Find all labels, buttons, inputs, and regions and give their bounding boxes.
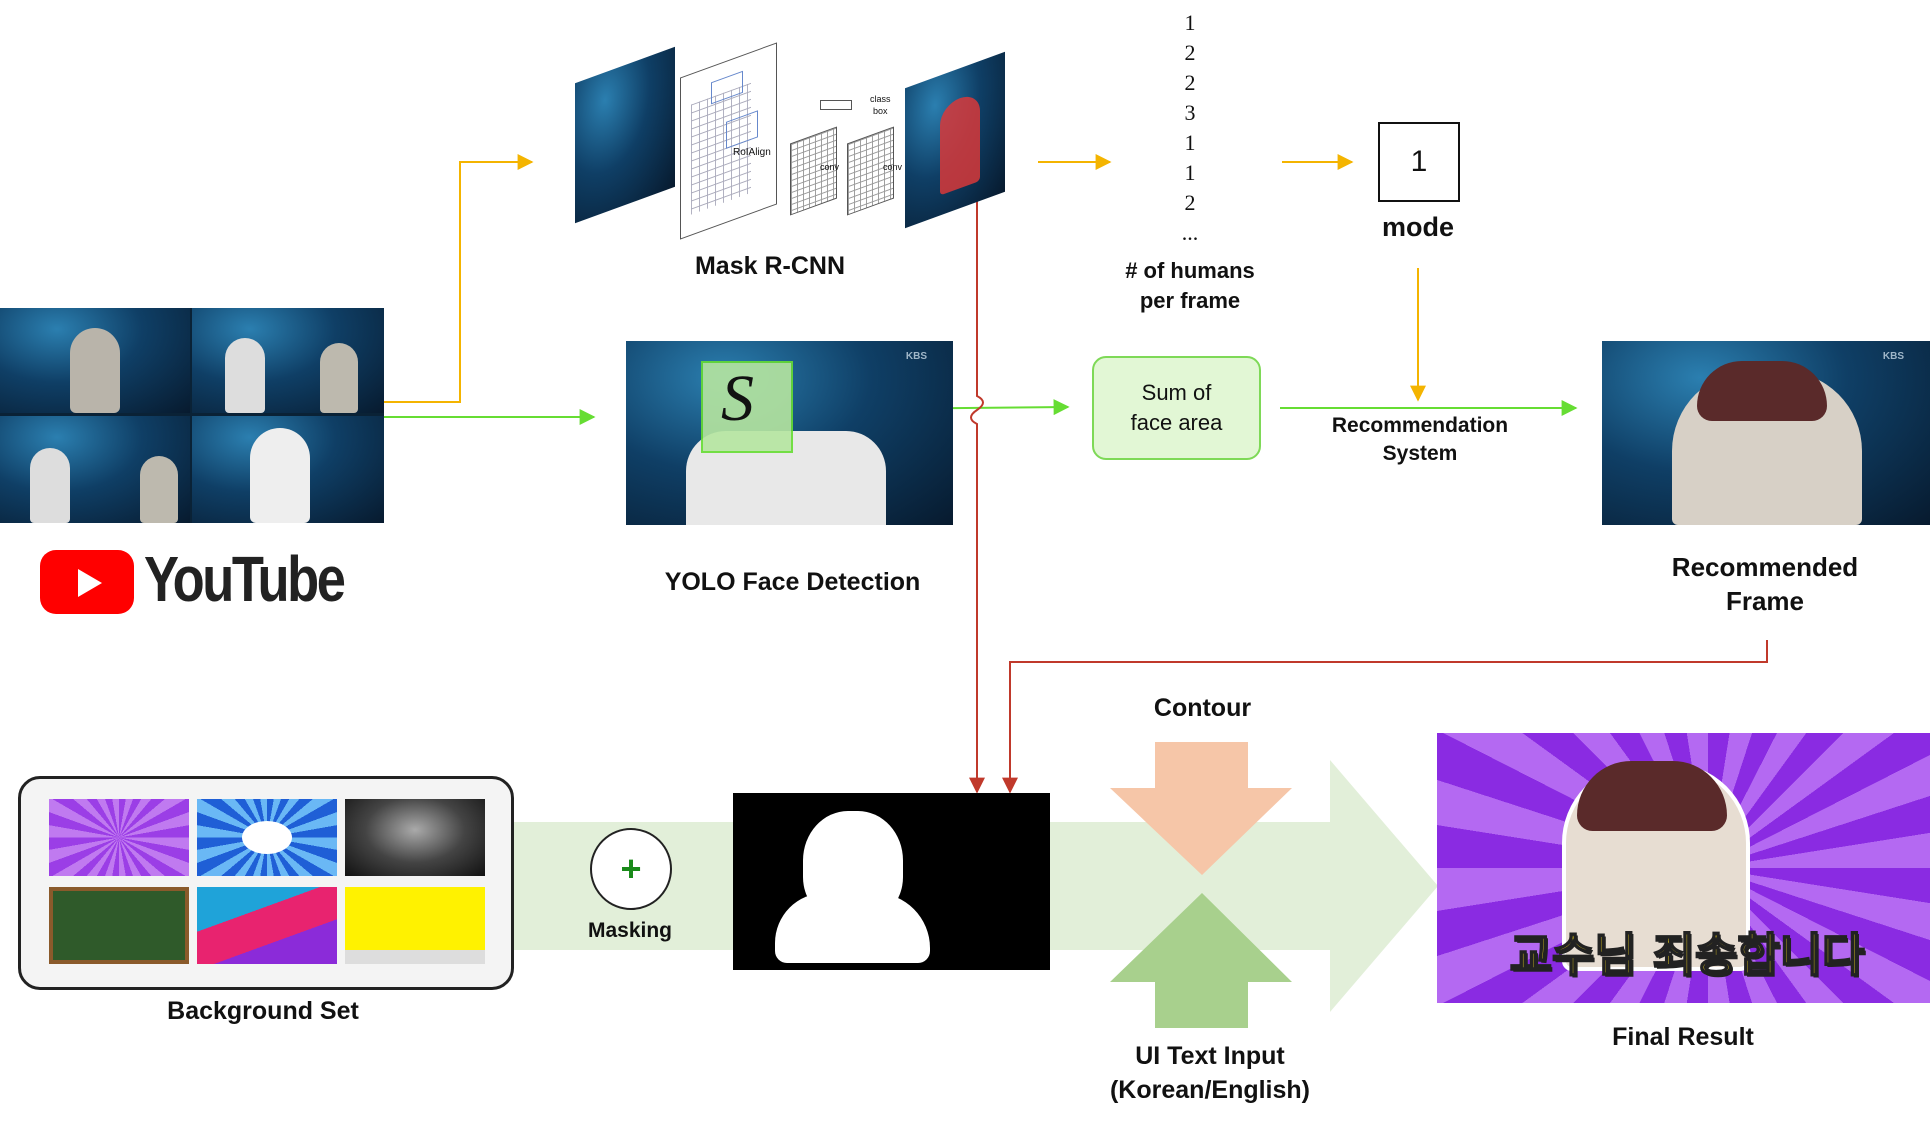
human-count: ... — [1181, 220, 1199, 245]
recommended-frame-line1: Recommended — [1671, 552, 1859, 582]
plus-sign: + — [620, 848, 642, 889]
face-bounding-box — [701, 361, 793, 453]
hair-shape — [1577, 761, 1727, 831]
binary-mask-image — [733, 793, 1050, 970]
youtube-wordmark: YouTube — [144, 543, 346, 615]
masking-plus-icon: + — [590, 828, 672, 910]
masking-label: Masking — [587, 919, 673, 942]
conv-label: conv — [883, 162, 903, 172]
ui-text-input-line2: (Korean/English) — [1109, 1076, 1310, 1104]
recommendation-system-line1: Recommendation — [1331, 414, 1509, 437]
human-count: 2 — [1184, 70, 1196, 95]
person-silhouette — [320, 343, 358, 413]
mask-rcnn-diagram: RoIAlign conv conv class box — [575, 40, 1015, 240]
box-label: box — [873, 106, 888, 116]
youtube-thumbnails — [0, 308, 384, 523]
arrow-maskrcnn-to-mask — [969, 178, 985, 794]
arrow-frame-to-mask — [1002, 640, 1768, 794]
roialign-label: RoIAlign — [733, 147, 771, 158]
sum-face-area-box: Sum of face area — [1092, 356, 1261, 460]
sum-face-area-line1: Sum of — [1141, 380, 1212, 405]
human-count: 3 — [1184, 100, 1196, 125]
kbs-watermark: KBS — [1882, 351, 1904, 362]
human-count: 1 — [1184, 130, 1196, 155]
background-chalkboard — [49, 887, 189, 964]
class-label: class — [870, 94, 891, 104]
background-set-panel — [18, 776, 514, 990]
final-result-image: 교수님 죄송합니다 — [1437, 733, 1930, 1003]
humans-per-frame-line1: # of humans — [1125, 258, 1255, 283]
hair-shape — [1697, 361, 1827, 421]
fc-head — [820, 100, 852, 110]
final-result-label: Final Result — [1612, 1023, 1754, 1051]
background-purple-rays — [49, 799, 189, 876]
humans-per-frame-line2: per frame — [1139, 288, 1241, 313]
person-silhouette — [140, 456, 178, 523]
recommended-frame: KBS — [1602, 341, 1930, 525]
arrow-youtube-to-maskrcnn — [384, 154, 534, 403]
kbs-watermark: KBS — [905, 351, 927, 362]
background-blue-burst — [197, 799, 337, 876]
background-set-label: Background Set — [167, 997, 359, 1025]
ui-text-input-line1: UI Text Input — [1135, 1042, 1285, 1070]
mask-body — [775, 893, 930, 963]
yolo-label: YOLO Face Detection — [664, 568, 921, 596]
background-color-blocks — [197, 887, 337, 964]
mode-value: 1 — [1410, 145, 1428, 178]
person-silhouette — [225, 338, 265, 413]
ui-text-arrow — [1110, 893, 1292, 1028]
human-count: 2 — [1184, 40, 1196, 65]
contour-arrow — [1110, 742, 1292, 875]
person-silhouette — [30, 448, 70, 523]
person-silhouette — [250, 428, 310, 523]
mask-rcnn-label: Mask R-CNN — [694, 252, 846, 280]
sum-symbol: S — [721, 362, 754, 435]
human-count: 1 — [1184, 160, 1196, 185]
recommended-frame-line2: Frame — [1725, 586, 1805, 616]
korean-caption: 교수님 죄송합니다 — [1509, 927, 1866, 983]
background-dark-smoke — [345, 799, 485, 876]
human-count: 2 — [1184, 190, 1196, 215]
human-count: 1 — [1184, 10, 1196, 35]
mask-output-frame — [905, 51, 1005, 229]
youtube-logo: YouTube — [40, 543, 346, 615]
mode-label: mode — [1381, 212, 1454, 242]
sum-face-area-line2: face area — [1130, 410, 1223, 435]
conv-label: conv — [820, 162, 840, 172]
contour-label: Contour — [1153, 694, 1252, 722]
mode-box: 1 — [1378, 122, 1460, 202]
yolo-frame: KBS S — [626, 341, 953, 525]
input-frame — [575, 46, 675, 224]
recommendation-system-line2: System — [1382, 442, 1458, 465]
background-yellow-room — [345, 887, 485, 964]
youtube-play-icon — [40, 550, 134, 614]
person-silhouette — [70, 328, 120, 413]
backbone-box — [680, 42, 777, 240]
